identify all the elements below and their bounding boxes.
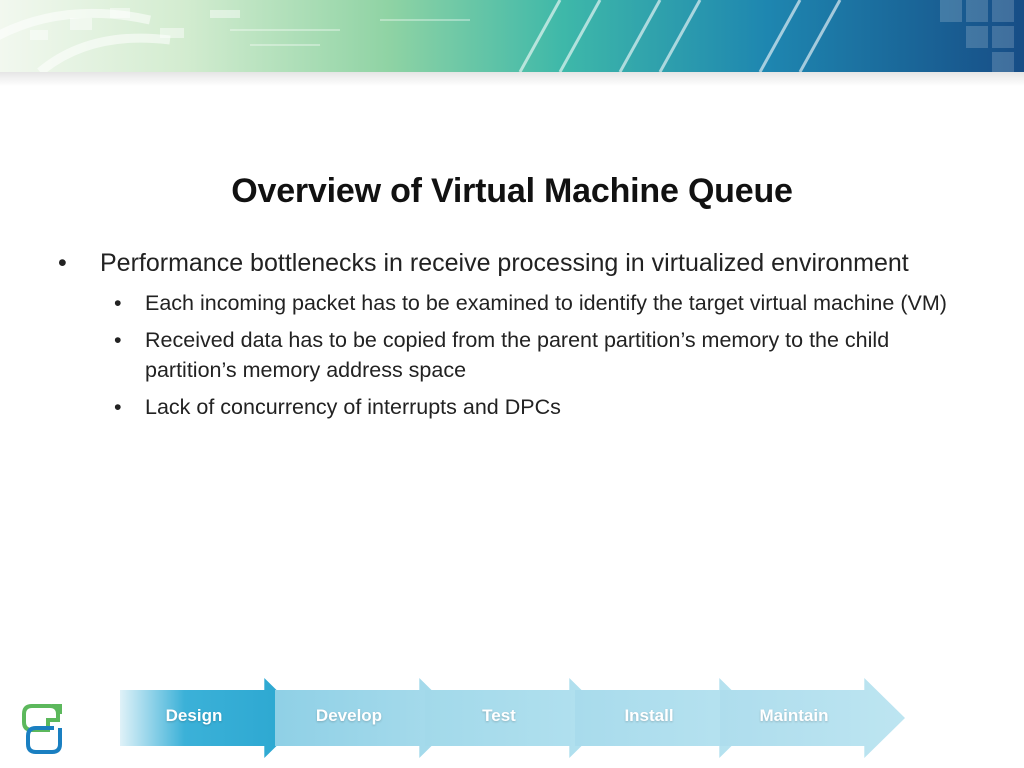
bullet-marker: • xyxy=(114,291,122,315)
stage-label: Develop xyxy=(315,706,383,725)
bullet-marker: • xyxy=(58,249,67,277)
stage-label: Maintain xyxy=(759,706,829,725)
stage-design: Design xyxy=(120,678,305,758)
circuit-pattern-decoration xyxy=(0,0,1014,72)
header-shadow xyxy=(0,72,1024,86)
stage-label: Design xyxy=(165,706,223,725)
process-bar: Design Develop Test Install Maintain xyxy=(120,678,910,758)
stage-label: Test xyxy=(482,706,516,725)
bullet-text: Lack of concurrency of interrupts and DP… xyxy=(145,395,561,419)
bullet-marker: • xyxy=(114,328,122,352)
product-logo-icon xyxy=(18,700,68,760)
stage-maintain: Maintain xyxy=(720,678,905,758)
bullet-text: Received data has to be copied from the … xyxy=(145,328,890,382)
stage-label: Install xyxy=(624,706,674,725)
bullet-level-2: • Received data has to be copied from th… xyxy=(58,325,965,385)
bullet-marker: • xyxy=(114,395,122,419)
header-banner xyxy=(0,0,1024,72)
slide-title: Overview of Virtual Machine Queue xyxy=(231,172,793,210)
sub-bullet-list: • Each incoming packet has to be examine… xyxy=(58,288,958,422)
bullet-level-2: • Lack of concurrency of interrupts and … xyxy=(58,392,965,422)
bullet-level-1: • Performance bottlenecks in receive pro… xyxy=(58,246,958,280)
bullet-level-2: • Each incoming packet has to be examine… xyxy=(58,288,965,318)
slide-content: • Performance bottlenecks in receive pro… xyxy=(58,246,958,429)
bullet-text: Performance bottlenecks in receive proce… xyxy=(100,249,909,277)
bullet-text: Each incoming packet has to be examined … xyxy=(145,291,947,315)
